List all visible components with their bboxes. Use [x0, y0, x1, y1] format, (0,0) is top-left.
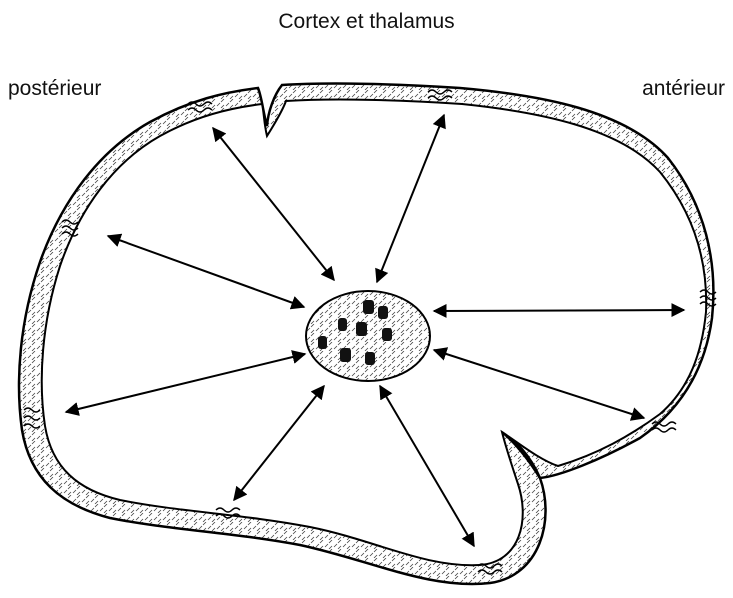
thalamus	[306, 291, 430, 381]
